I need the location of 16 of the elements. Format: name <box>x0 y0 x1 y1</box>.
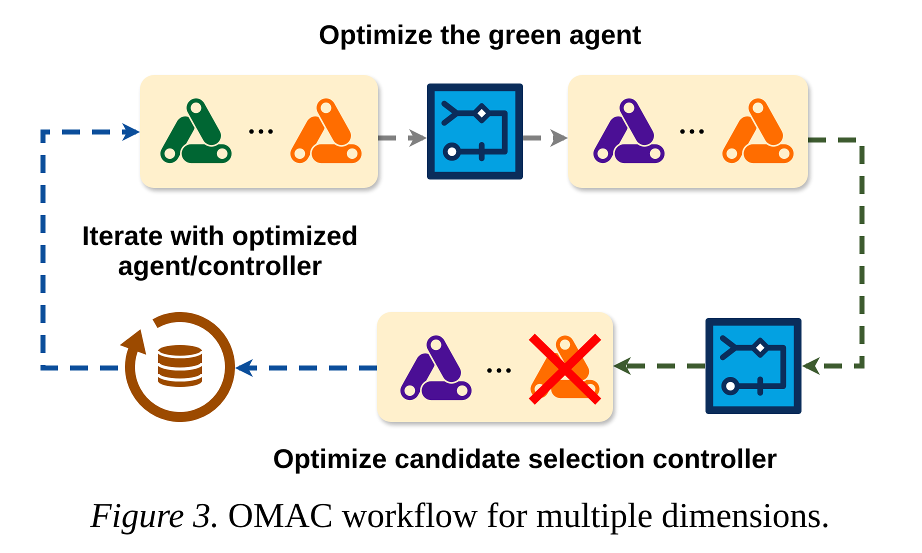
text-label: Optimize candidate selection controller <box>272 444 778 474</box>
rounded-box <box>140 75 378 188</box>
arrow <box>235 359 377 377</box>
flowchart-icon <box>705 318 802 414</box>
text-label: Optimize the green agent <box>318 20 642 50</box>
arrow <box>523 129 568 147</box>
arrow <box>802 138 864 375</box>
figure-caption: Figure 3. OMAC workflow for multiple dimensions. <box>90 496 830 536</box>
database-sync-icon <box>118 312 235 422</box>
flowchart-icon <box>427 83 523 180</box>
arrow <box>40 123 140 370</box>
rounded-box <box>568 75 808 188</box>
text-label: Iterate with optimized agent/controller <box>81 221 359 281</box>
arrow <box>613 357 705 375</box>
rounded-box <box>377 312 613 422</box>
arrow <box>378 129 427 147</box>
